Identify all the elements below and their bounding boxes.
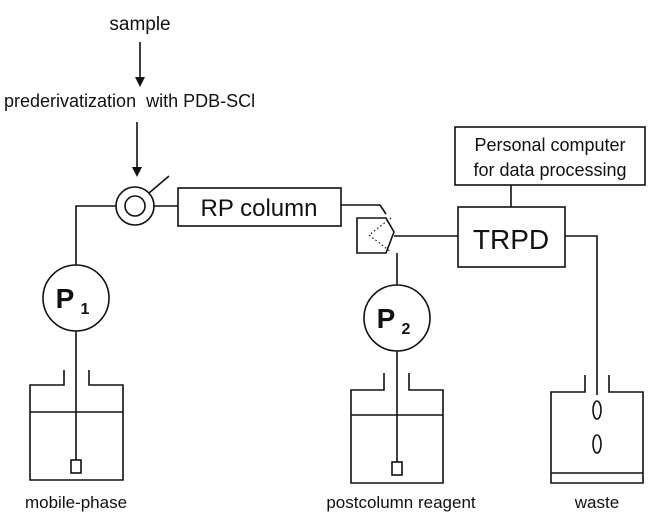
injection-valve bbox=[115, 175, 170, 226]
waste-container bbox=[550, 375, 644, 484]
rp-column-label: RP column bbox=[201, 195, 318, 222]
svg-text:P: P bbox=[56, 283, 75, 314]
pump-p1: P 1 bbox=[42, 264, 110, 332]
svg-text:1: 1 bbox=[81, 301, 90, 318]
rp-column bbox=[177, 187, 342, 227]
mobile-phase-label: mobile-phase bbox=[25, 493, 127, 512]
personal-computer bbox=[454, 126, 646, 186]
svg-text:2: 2 bbox=[402, 321, 411, 338]
trpd-label: TRPD bbox=[473, 224, 549, 255]
mobile-phase-line bbox=[75, 205, 116, 265]
svg-text:P: P bbox=[377, 303, 396, 334]
pump-p2: P 2 bbox=[363, 284, 431, 352]
computer-label-line1: Personal computer bbox=[474, 135, 625, 155]
mobile-phase-reservoir bbox=[29, 331, 124, 481]
trpd-detector bbox=[457, 206, 566, 268]
waste-label: waste bbox=[574, 493, 619, 512]
computer-label-line2: for data processing bbox=[473, 160, 626, 180]
column-to-mixer-line bbox=[341, 204, 387, 215]
sample-label: sample bbox=[109, 14, 170, 35]
detector-to-waste-line bbox=[565, 235, 598, 395]
postcolumn-reagent-label: postcolumn reagent bbox=[326, 493, 476, 512]
prederivatization-label: prederivatization with PDB-SCl bbox=[4, 91, 255, 111]
postcolumn-reagent-reservoir bbox=[350, 351, 444, 484]
mixing-tee bbox=[356, 217, 395, 254]
